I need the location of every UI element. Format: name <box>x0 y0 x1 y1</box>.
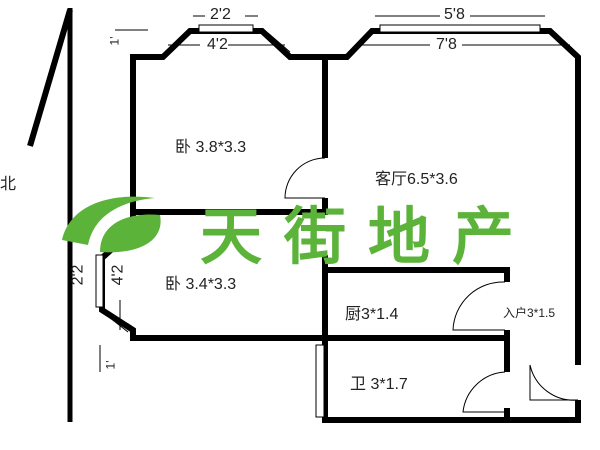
bedroom1-wall <box>130 28 325 212</box>
dim-living-window-outer: 7'8 <box>436 36 457 53</box>
room-label-bedroom2: 卧 3.4*3.3 <box>165 276 237 293</box>
compass-arrow <box>27 8 73 422</box>
walls <box>99 28 581 423</box>
room-label-living-room: 客厅6.5*3.6 <box>375 171 458 188</box>
logo-leaf-icon <box>62 196 161 253</box>
dim-bay-depth-bottom: 1' <box>103 360 118 370</box>
north-label: 北 <box>0 176 17 193</box>
room-label-bathroom: 卫 3*1.7 <box>350 376 408 393</box>
room-label-entrance: 入户3*1.5 <box>503 306 556 320</box>
dim-bedroom1-window-outer: 4'2 <box>207 36 228 53</box>
dim-bedroom1-window-inner: 2'2 <box>210 6 231 23</box>
dim-living-window-inner: 5'8 <box>444 6 465 23</box>
dim-bay-depth-top: 1' <box>107 36 122 46</box>
dimension-lines <box>99 15 570 372</box>
windows <box>95 24 576 418</box>
watermark-logo-text: 天街地产 <box>200 200 537 273</box>
dim-bedroom2-window-inner: 2'2 <box>69 264 87 286</box>
room-label-kitchen: 厨3*1.4 <box>345 306 399 323</box>
room-label-bedroom1: 卧 3.8*3.3 <box>175 139 247 156</box>
dim-bedroom2-window-outer: 4'2 <box>109 264 127 286</box>
doors <box>284 157 579 413</box>
